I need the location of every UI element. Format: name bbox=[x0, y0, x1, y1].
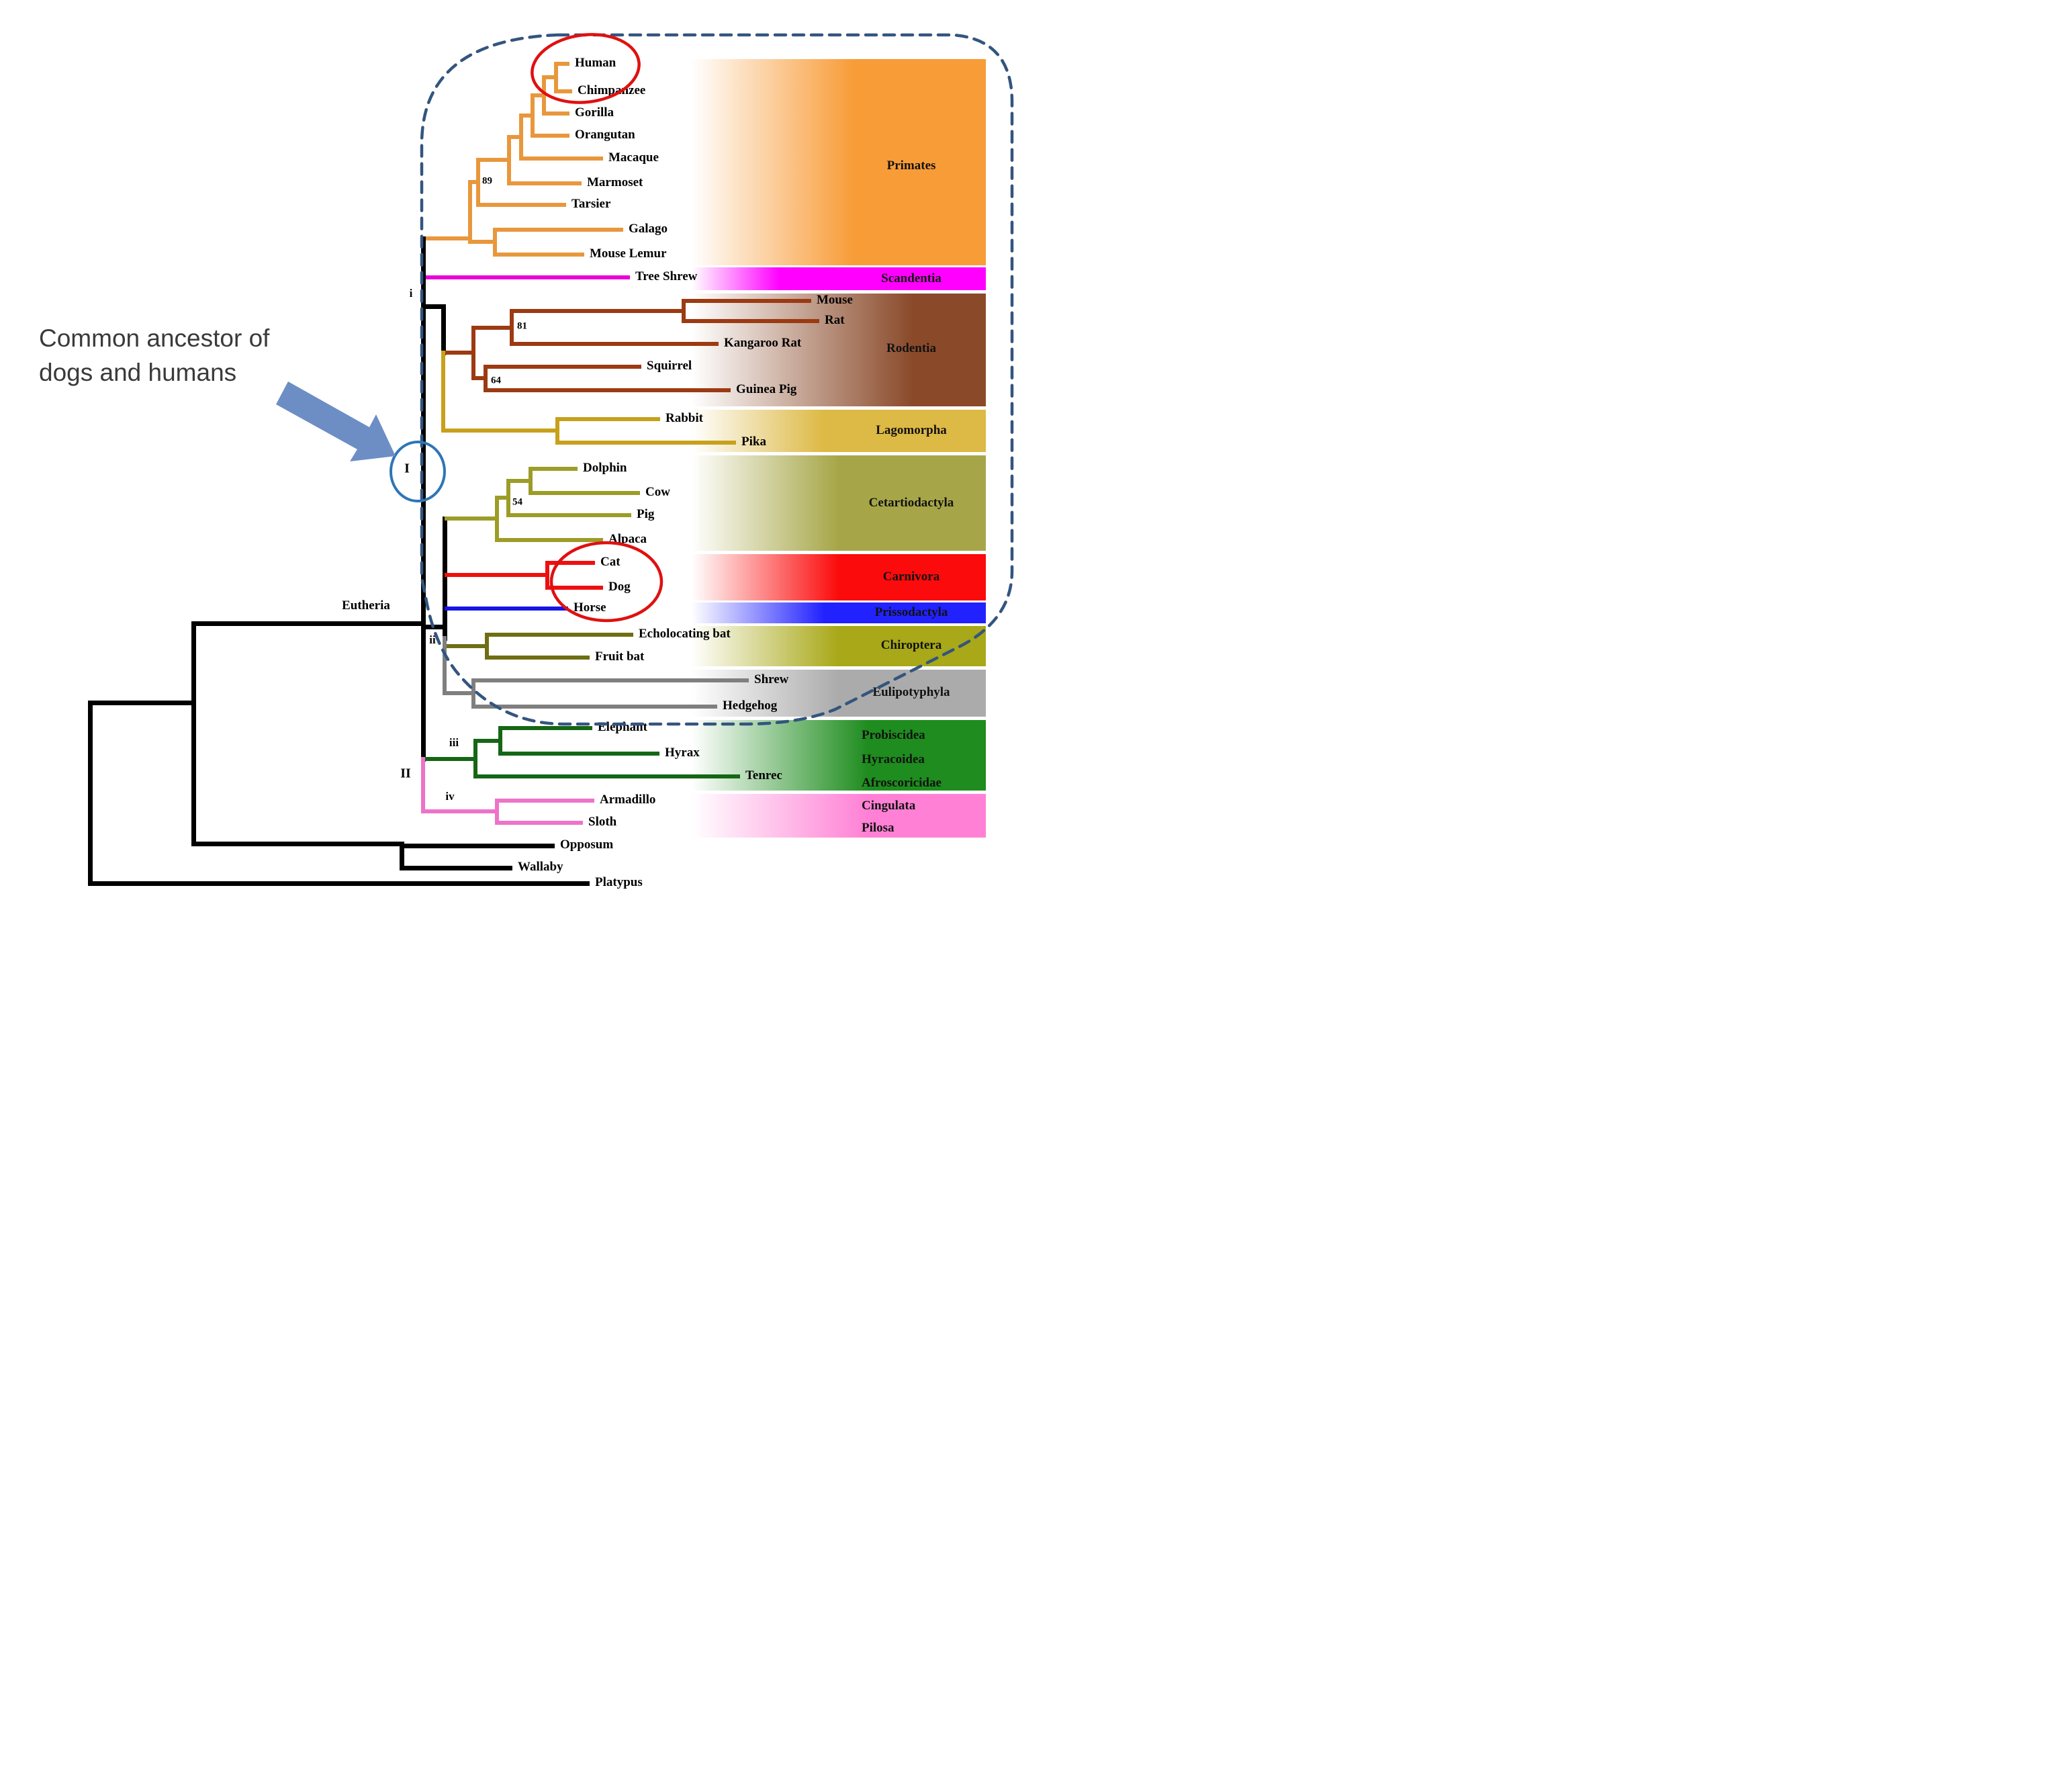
taxon-label-chimpanzee: Chimpanzee bbox=[578, 83, 646, 98]
taxon-label-opposum: Opposum bbox=[560, 838, 614, 852]
branch-segment-afrotheria bbox=[498, 726, 502, 756]
band-label-probiscidea: Probiscidea bbox=[862, 728, 925, 742]
taxon-label-squirrel: Squirrel bbox=[647, 359, 692, 373]
branch-segment-afrotheria bbox=[475, 739, 500, 743]
node-label-i: i bbox=[409, 287, 413, 300]
clade-band-probiscidea bbox=[692, 720, 986, 791]
branch-segment-black bbox=[90, 881, 590, 886]
branch-segment-afrotheria bbox=[473, 739, 477, 778]
taxon-label-fruit-bat: Fruit bat bbox=[595, 649, 645, 664]
branch-segment-black bbox=[402, 865, 512, 870]
node-label-iv: iv bbox=[445, 790, 455, 803]
taxon-label-mouse-lemur: Mouse Lemur bbox=[590, 247, 667, 261]
band-label-cingulata: Cingulata bbox=[862, 799, 916, 813]
bootstrap-value-81: 81 bbox=[517, 320, 527, 332]
taxon-label-hedgehog: Hedgehog bbox=[723, 699, 778, 713]
branch-segment-black bbox=[87, 700, 93, 886]
node-label-II: II bbox=[400, 766, 411, 781]
branch-segment-black bbox=[193, 621, 423, 626]
taxon-label-tenrec: Tenrec bbox=[745, 768, 782, 783]
bootstrap-value-64: 64 bbox=[491, 375, 501, 386]
bootstrap-value-54: 54 bbox=[512, 496, 522, 508]
annotation-line-2: dogs and humans bbox=[39, 359, 237, 387]
clade-band-cingulata bbox=[692, 794, 986, 838]
annotation-text: Common ancestor of dogs and humans bbox=[39, 321, 269, 390]
branch-segment-xenarthra bbox=[421, 757, 425, 813]
taxon-label-armadillo: Armadillo bbox=[600, 793, 656, 807]
clade-word-eutheria: Eutheria bbox=[342, 598, 390, 613]
band-label-hyracoidea: Hyracoidea bbox=[862, 752, 925, 766]
branch-segment-black bbox=[399, 841, 404, 870]
taxon-label-echolocating-bat: Echolocating bat bbox=[639, 627, 731, 641]
branch-segment-black bbox=[90, 700, 193, 705]
taxon-label-alpaca: Alpaca bbox=[608, 532, 647, 547]
bootstrap-value-89: 89 bbox=[482, 175, 492, 187]
taxon-label-hyrax: Hyrax bbox=[665, 746, 700, 760]
band-label-afroscoricidae: Afroscoricidae bbox=[862, 776, 942, 790]
taxon-label-mouse: Mouse bbox=[817, 293, 853, 308]
node-label-I: I bbox=[404, 461, 410, 476]
branch-segment-afrotheria bbox=[500, 726, 592, 730]
branch-segment-black bbox=[193, 841, 402, 846]
taxon-label-sloth: Sloth bbox=[588, 815, 617, 830]
taxon-label-gorilla: Gorilla bbox=[575, 105, 614, 120]
taxon-label-pig: Pig bbox=[637, 507, 655, 522]
taxon-label-cow: Cow bbox=[645, 485, 670, 500]
node-label-ii: ii bbox=[429, 633, 436, 646]
branch-segment-afrotheria bbox=[423, 757, 475, 761]
taxon-label-orangutan: Orangutan bbox=[575, 128, 635, 142]
taxon-label-human: Human bbox=[575, 56, 616, 71]
taxon-label-pika: Pika bbox=[741, 435, 766, 449]
branch-segment-xenarthra bbox=[423, 809, 497, 813]
branch-segment-xenarthra bbox=[497, 821, 583, 825]
taxon-label-tarsier: Tarsier bbox=[571, 197, 611, 212]
taxon-label-shrew: Shrew bbox=[754, 672, 789, 687]
taxon-label-dolphin: Dolphin bbox=[583, 461, 627, 476]
taxon-label-dog: Dog bbox=[608, 580, 631, 594]
taxon-label-kangaroo-rat: Kangaroo Rat bbox=[724, 336, 802, 351]
taxon-label-galago: Galago bbox=[629, 222, 668, 236]
taxon-label-platypus: Platypus bbox=[595, 875, 643, 890]
branch-segment-black bbox=[402, 843, 555, 848]
taxon-label-rabbit: Rabbit bbox=[666, 411, 703, 426]
taxon-label-tree-shrew: Tree Shrew bbox=[635, 269, 698, 284]
taxon-label-cat: Cat bbox=[600, 555, 621, 570]
taxon-label-macaque: Macaque bbox=[608, 150, 659, 165]
branch-segment-xenarthra bbox=[495, 799, 499, 825]
branch-segment-afrotheria bbox=[475, 774, 740, 778]
branch-segment-afrotheria bbox=[500, 752, 659, 756]
branch-segment-black bbox=[191, 621, 196, 846]
branch-segment-xenarthra bbox=[497, 799, 594, 803]
band-label-pilosa: Pilosa bbox=[862, 821, 895, 835]
taxon-label-wallaby: Wallaby bbox=[518, 860, 563, 875]
annotation-line-1: Common ancestor of bbox=[39, 324, 270, 352]
taxon-label-horse: Horse bbox=[574, 600, 606, 615]
taxon-label-elephant: Elephant bbox=[598, 720, 647, 735]
taxon-label-rat: Rat bbox=[825, 313, 845, 328]
node-label-iii: iii bbox=[449, 736, 459, 749]
taxon-label-marmoset: Marmoset bbox=[587, 175, 643, 190]
taxon-label-guinea-pig: Guinea Pig bbox=[736, 382, 797, 397]
